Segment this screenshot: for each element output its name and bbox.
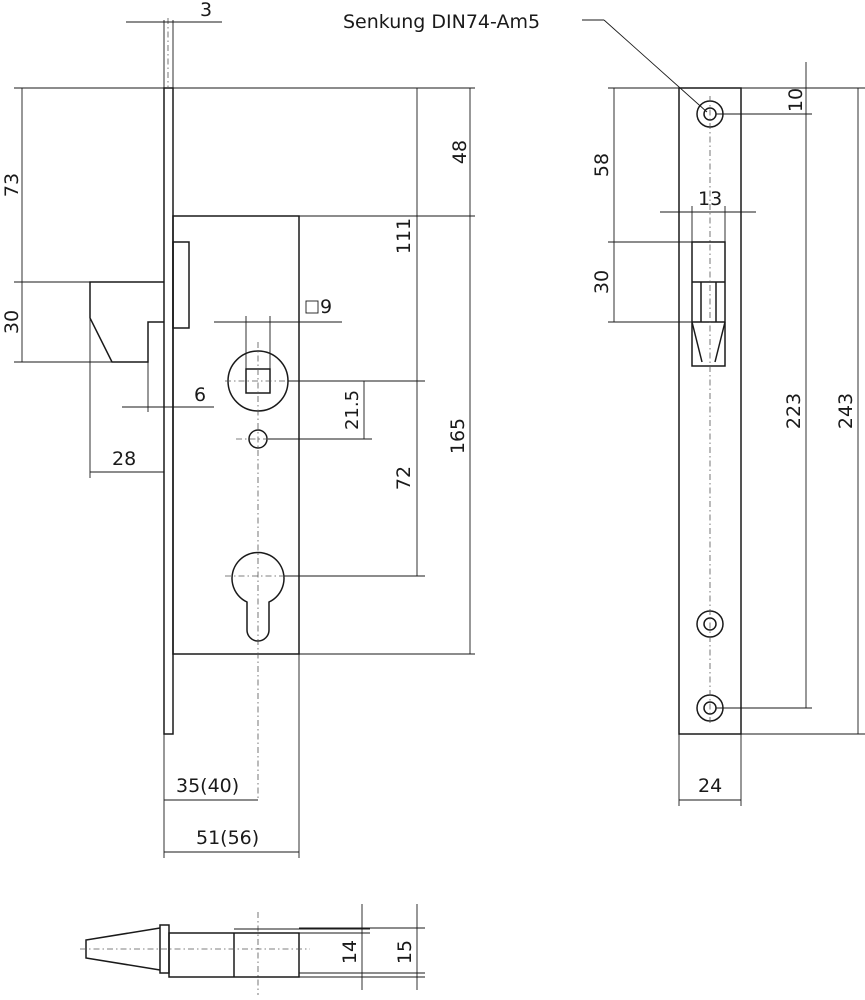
dim-latch-slot-width: 13 — [660, 188, 756, 242]
bottom-view: 14 15 — [80, 904, 425, 995]
dim-latch-offset: 6 — [122, 362, 214, 412]
svg-text:9: 9 — [320, 296, 332, 318]
svg-text:28: 28 — [112, 448, 136, 470]
dim-case-height: 165 — [447, 216, 471, 654]
svg-text:223: 223 — [783, 393, 805, 429]
latch-slot — [691, 241, 726, 367]
dim-follower-to-cylinder: 72 — [393, 381, 418, 576]
svg-text:111: 111 — [393, 218, 415, 254]
faceplate — [163, 87, 174, 735]
svg-text:3: 3 — [200, 0, 212, 21]
svg-text:51(56): 51(56) — [196, 827, 259, 849]
dim-screw-spacing: 223 — [783, 114, 807, 708]
dim-latch-height: 30 — [1, 282, 112, 363]
svg-text:6: 6 — [194, 384, 206, 406]
dim-top-to-follower: 111 — [393, 88, 418, 381]
dim-faceplate-to-case-top: 73 — [1, 87, 164, 283]
latch-bolt — [89, 281, 164, 363]
dim-top-to-case: 48 — [449, 88, 471, 216]
cylinder-cutout — [231, 551, 285, 642]
svg-text:30: 30 — [1, 310, 23, 334]
dim-top-to-screw: 10 — [785, 62, 807, 114]
svg-text:72: 72 — [393, 466, 415, 490]
svg-text:48: 48 — [449, 140, 471, 164]
svg-text:13: 13 — [698, 188, 722, 210]
svg-text:30: 30 — [591, 270, 613, 294]
dim-faceplate-length: 243 — [835, 88, 859, 734]
dim-follower-square: 9 — [214, 296, 342, 369]
dim-top-to-latch-slot: 58 — [591, 88, 615, 242]
dim-follower-to-hole: 21.5 — [342, 381, 365, 439]
svg-text:58: 58 — [591, 153, 613, 177]
dim-body-thickness: 14 — [339, 904, 363, 990]
svg-text:Senkung DIN74-Am5: Senkung DIN74-Am5 — [343, 11, 540, 33]
dim-case-thickness: 15 — [394, 904, 418, 990]
svg-text:21.5: 21.5 — [342, 390, 363, 430]
countersink-annotation: Senkung DIN74-Am5 — [343, 11, 708, 113]
dim-latch-slot-height: 30 — [591, 242, 615, 322]
latch-tail — [172, 241, 190, 329]
faceplate-front — [678, 87, 742, 735]
svg-text:35(40): 35(40) — [176, 775, 239, 797]
dim-faceplate-width: 24 — [678, 734, 742, 806]
svg-text:24: 24 — [698, 775, 722, 797]
dim-latch-projection: 28 — [89, 318, 164, 478]
dim-faceplate-thickness: 3 — [126, 0, 222, 88]
svg-text:15: 15 — [394, 940, 416, 964]
dim-backset: 35(40) — [164, 775, 258, 801]
svg-text:165: 165 — [447, 418, 469, 454]
dim-case-depth: 51(56) — [164, 827, 299, 853]
side-view: 10 223 243 58 30 13 — [591, 62, 865, 806]
svg-text:243: 243 — [835, 393, 857, 429]
svg-text:10: 10 — [785, 88, 807, 112]
lock-case — [172, 215, 300, 655]
front-view: 3 73 30 48 111 — [1, 0, 475, 858]
svg-text:14: 14 — [339, 940, 361, 964]
svg-text:73: 73 — [1, 173, 23, 197]
